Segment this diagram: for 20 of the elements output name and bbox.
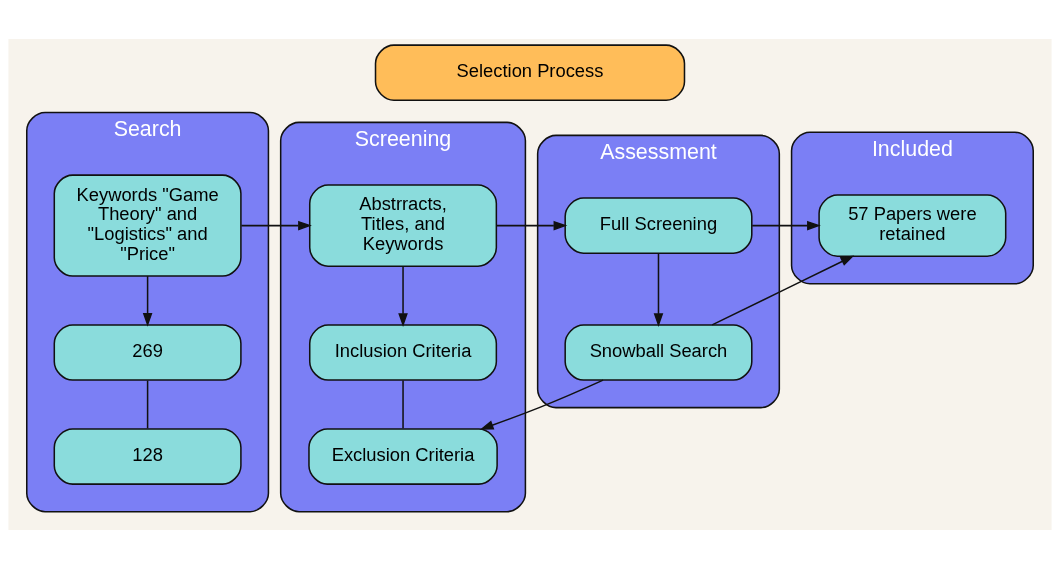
node-box: Inclusion Criteria [308,324,498,381]
arrow [751,220,821,231]
node-box: Exclusion Criteria [308,428,498,485]
node-box: Full Screening [564,197,753,254]
arrow [398,265,408,327]
node-box: Snowball Search [564,324,753,381]
node-box: 57 Papers were retained [818,194,1007,257]
node-box: Keywords "Game Theory" and "Logistics" and "Price" [53,174,242,277]
node-box: 128 [53,428,242,485]
arrow [142,275,153,327]
connector [146,379,149,430]
arrow [711,255,855,326]
node-box: 269 [53,324,242,381]
arrow [653,252,664,328]
node-box: Selection Process [374,44,686,101]
arrow [479,379,604,430]
node-box: Abstrracts, Titles, and Keywords [308,184,498,267]
connector [402,379,404,430]
arrow [240,220,312,231]
arrow [496,220,568,231]
